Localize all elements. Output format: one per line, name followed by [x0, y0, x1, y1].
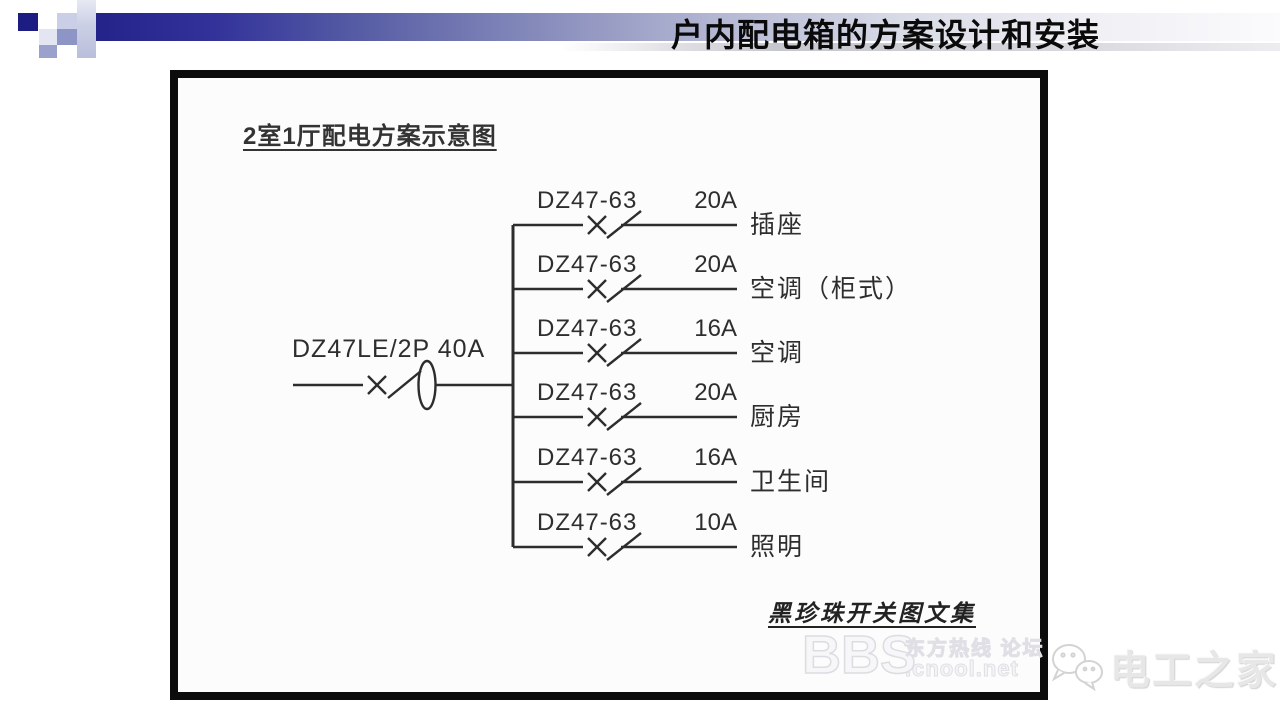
decor-navy-square: [18, 13, 38, 31]
diagram-panel: 2室1厅配电方案示意图 DZ47LE/2P 40A DZ47-63 20A 插座…: [170, 70, 1048, 700]
footer-logo: 电工之家: [1046, 638, 1278, 696]
slide-title: 户内配电箱的方案设计和安装: [671, 17, 1101, 53]
decor-lavender-square: [39, 29, 57, 45]
decor-vertical-strip: [77, 0, 96, 58]
title-shadow-strip: [560, 43, 1280, 51]
diagram-title: 2室1厅配电方案示意图: [243, 123, 497, 150]
decor-medium-square: [39, 45, 57, 58]
decor-slate-square: [57, 29, 77, 45]
source-note: 黑珍珠开关图文集: [768, 600, 976, 627]
diagram-panel-content: 2室1厅配电方案示意图 DZ47LE/2P 40A DZ47-63 20A 插座…: [178, 78, 1043, 692]
title-gradient-bar: [96, 13, 1280, 41]
chat-bubbles-icon: [1051, 644, 1103, 692]
circuit-svg: [293, 210, 737, 561]
main-breaker-label: DZ47LE/2P 40A: [292, 335, 486, 363]
footer-logo-text: 电工之家: [1110, 649, 1278, 693]
